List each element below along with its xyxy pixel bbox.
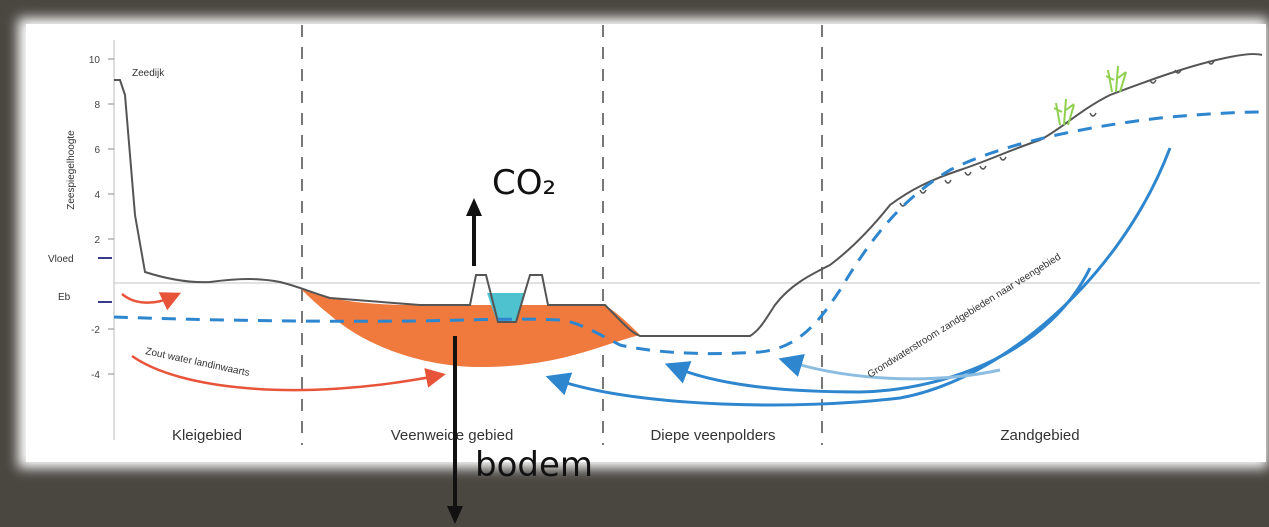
zone-dividers — [301, 25, 823, 445]
y-axis-ticks — [108, 58, 114, 375]
groundwater-flow-arrow-mid — [664, 267, 1092, 394]
y-tick-label: -2 — [91, 325, 100, 336]
soil-label: bodem — [475, 445, 593, 485]
co2-label: CO₂ — [492, 163, 556, 203]
y-tick-label: 2 — [94, 235, 100, 246]
vloed-label: Vloed — [48, 254, 74, 265]
y-tick-label: 8 — [94, 100, 100, 111]
y-tick-label: 6 — [94, 145, 100, 156]
salt-intrusion-arrow — [131, 354, 446, 392]
diagram-panel-inner — [26, 24, 1266, 462]
salt-intrusion-arrow-small — [121, 292, 182, 311]
groundwater-flow-arrow-long — [545, 147, 1172, 407]
terrain-profile — [114, 52, 1263, 337]
zone-label-kleigebied: Kleigebied — [172, 427, 242, 444]
peat-layer — [300, 288, 640, 367]
subsidence-arrow-head — [447, 506, 463, 524]
y-tick-label: 4 — [94, 190, 100, 201]
zone-label-zandgebied: Zandgebied — [1000, 427, 1079, 444]
dike-label: Zeedijk — [132, 68, 165, 79]
y-tick-label: -4 — [91, 370, 100, 381]
groundwater-flow-arrow-short — [778, 353, 1001, 381]
y-tick-label: 10 — [89, 55, 101, 66]
y-axis-title: Zeespiegelhoogte — [66, 130, 77, 210]
groundwater-table — [113, 110, 1263, 356]
zone-label-veenweide: Veenweide gebied — [391, 427, 514, 444]
zone-label-diepe-veenpolders: Diepe veenpolders — [650, 427, 775, 444]
grass-tufts — [1053, 65, 1127, 126]
co2-arrow-head — [466, 198, 482, 216]
eb-label: Eb — [58, 292, 71, 303]
terrain-bumps — [899, 60, 1215, 207]
